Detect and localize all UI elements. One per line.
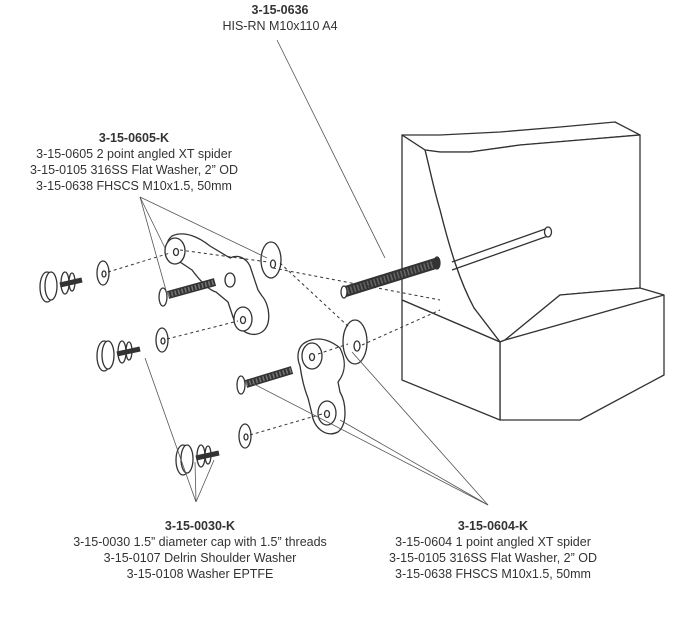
part-line: 3-15-0638 FHSCS M10x1.5, 50mm [36, 179, 232, 193]
part-line: 3-15-0030 1.5” diameter cap with 1.5” th… [73, 535, 327, 549]
callout-cap: 3-15-0030-K 3-15-0030 1.5” diameter cap … [50, 518, 350, 582]
part-line: 3-15-0105 316SS Flat Washer, 2” OD [389, 551, 597, 565]
part-line: 3-15-0107 Delrin Shoulder Washer [103, 551, 297, 565]
spider-2-point [164, 233, 270, 335]
leader-lines [139, 39, 489, 506]
part-number: 3-15-0030-K [164, 519, 236, 533]
part-line: HIS-RN M10x110 A4 [222, 19, 338, 33]
part-number: 3-15-0605-K [98, 131, 170, 145]
part-line: 3-15-0638 FHSCS M10x1.5, 50mm [395, 567, 591, 581]
concrete-block [401, 121, 665, 421]
screw-lower [236, 366, 294, 395]
screw-upper [158, 278, 217, 307]
cap-assembly-2 [96, 327, 169, 372]
alignment-lines [107, 249, 441, 436]
callout-rod: 3-15-0636 HIS-RN M10x110 A4 [180, 2, 380, 34]
part-line: 3-15-0108 Washer EPTFE [126, 567, 274, 581]
cap-assembly-3 [175, 423, 252, 476]
threaded-rod [340, 256, 441, 299]
spider-1-point [297, 338, 346, 435]
cap-assembly-1 [39, 260, 110, 303]
part-line: 3-15-0605 2 point angled XT spider [36, 147, 232, 161]
part-number: 3-15-0636 [251, 3, 309, 17]
part-number: 3-15-0604-K [457, 519, 529, 533]
flat-washer-upper [260, 241, 282, 279]
callout-spider-1-point: 3-15-0604-K 3-15-0604 1 point angled XT … [368, 518, 618, 582]
part-line: 3-15-0105 316SS Flat Washer, 2” OD [30, 163, 238, 177]
flat-washer-lower [342, 319, 368, 365]
part-line: 3-15-0604 1 point angled XT spider [395, 535, 591, 549]
callout-spider-2-point: 3-15-0605-K 3-15-0605 2 point angled XT … [0, 130, 268, 194]
